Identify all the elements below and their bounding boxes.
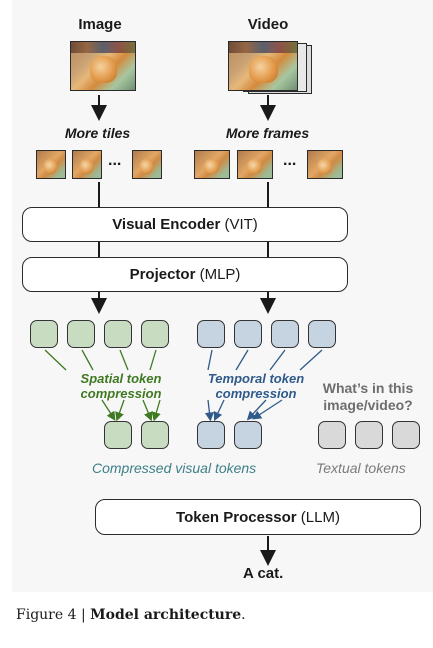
temporal-compression-label: Temporal token compression bbox=[197, 371, 315, 401]
temporal-token-3 bbox=[271, 320, 299, 348]
video-frames-ellipsis: ... bbox=[283, 152, 297, 169]
spatial-token-1 bbox=[30, 320, 58, 348]
diagram-panel bbox=[12, 0, 433, 592]
image-tile-1 bbox=[36, 150, 66, 179]
spatial-compression-line1: Spatial token bbox=[80, 371, 162, 386]
figure-caption: Figure 4 | Model architecture. bbox=[16, 607, 246, 623]
image-tile-3 bbox=[132, 150, 162, 179]
compressed-spatial-token-2 bbox=[141, 421, 169, 449]
image-tiles-ellipsis: ... bbox=[108, 152, 122, 169]
textual-token-3 bbox=[392, 421, 420, 449]
compressed-visual-tokens-label: Compressed visual tokens bbox=[92, 460, 257, 476]
token-processor-box: Token Processor (LLM) bbox=[95, 499, 421, 535]
spatial-token-3 bbox=[104, 320, 132, 348]
projector-box: Projector (MLP) bbox=[22, 257, 348, 292]
textual-tokens-label: Textual tokens bbox=[316, 460, 406, 476]
spatial-compression-line2: compression bbox=[80, 386, 162, 401]
visual-encoder-box: Visual Encoder (VIT) bbox=[22, 207, 348, 242]
temporal-token-1 bbox=[197, 320, 225, 348]
more-frames-label: More frames bbox=[225, 125, 310, 141]
textual-token-1 bbox=[318, 421, 346, 449]
caption-suffix: . bbox=[241, 607, 246, 623]
text-query-line2: image/video? bbox=[323, 397, 413, 413]
text-query-line1: What’s in this bbox=[322, 380, 414, 396]
spatial-compression-lines bbox=[44, 349, 161, 422]
caption-title: Model architecture bbox=[90, 607, 242, 623]
video-input-label: Video bbox=[247, 16, 289, 33]
image-tile-2 bbox=[72, 150, 102, 179]
spatial-token-2 bbox=[67, 320, 95, 348]
model-answer: A cat. bbox=[243, 565, 284, 582]
temporal-token-4 bbox=[308, 320, 336, 348]
visual-encoder-paren: (VIT) bbox=[224, 216, 258, 233]
video-frame-1 bbox=[194, 150, 230, 179]
token-processor-paren: (LLM) bbox=[300, 508, 340, 526]
more-tiles-label: More tiles bbox=[64, 125, 131, 141]
compressed-temporal-token-2 bbox=[234, 421, 262, 449]
image-input-photo bbox=[70, 41, 136, 91]
temporal-token-2 bbox=[234, 320, 262, 348]
projector-label: Projector bbox=[129, 266, 196, 283]
visual-encoder-label: Visual Encoder bbox=[112, 216, 221, 233]
image-input-label: Image bbox=[78, 16, 122, 33]
spatial-compression-label: Spatial token compression bbox=[66, 371, 176, 401]
compressed-temporal-token-1 bbox=[197, 421, 225, 449]
token-processor-label: Token Processor bbox=[176, 508, 297, 526]
video-input-photo bbox=[228, 41, 298, 91]
compressed-spatial-token-1 bbox=[104, 421, 132, 449]
text-query: What’s in this image/video? bbox=[310, 380, 426, 414]
caption-prefix: Figure 4 | bbox=[16, 607, 91, 623]
video-frame-2 bbox=[237, 150, 273, 179]
textual-token-2 bbox=[355, 421, 383, 449]
projector-paren: (MLP) bbox=[199, 266, 241, 283]
temporal-compression-line2: compression bbox=[215, 386, 297, 401]
spatial-token-4 bbox=[141, 320, 169, 348]
temporal-compression-line1: Temporal token bbox=[207, 371, 305, 386]
temporal-compression-lines bbox=[204, 349, 323, 422]
video-frame-3 bbox=[307, 150, 343, 179]
